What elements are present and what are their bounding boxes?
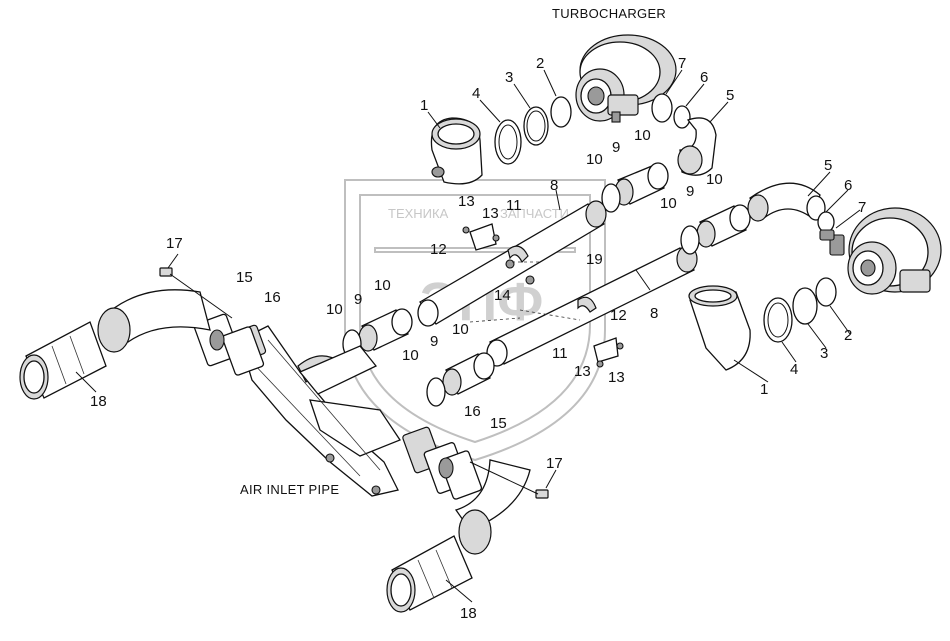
callout-11: 11 <box>506 197 522 214</box>
callout-2: 2 <box>844 327 852 344</box>
callout-8: 8 <box>650 305 658 322</box>
callout-17: 17 <box>166 235 183 252</box>
air-inlet-manifold <box>231 324 442 497</box>
upper-right-fittings <box>651 93 717 176</box>
callout-5: 5 <box>824 157 832 174</box>
caption-air-inlet-pipe: AIR INLET PIPE <box>240 482 339 497</box>
upper-hose-set <box>601 162 669 213</box>
left-hose-set-upper <box>342 308 413 359</box>
watermark-text-right: ЗАПЧАСТИ <box>500 206 569 221</box>
callout-labels: 1 4 3 2 7 6 5 10 9 10 8 13 13 11 12 10 9… <box>90 55 866 622</box>
bracket-hardware-upper <box>462 223 535 285</box>
callout-6: 6 <box>700 69 708 86</box>
callout-10: 10 <box>452 321 469 338</box>
turbocharger-lower <box>829 207 942 295</box>
inlet-elbow-left <box>19 289 211 400</box>
callout-10: 10 <box>634 127 651 144</box>
callout-15: 15 <box>490 415 507 432</box>
callout-10: 10 <box>326 301 343 318</box>
callout-10: 10 <box>586 151 603 168</box>
callout-16: 16 <box>264 289 281 306</box>
bolt-upper <box>159 267 233 319</box>
callout-13: 13 <box>458 193 475 210</box>
callout-13: 13 <box>608 369 625 386</box>
callout-9: 9 <box>686 183 694 200</box>
bolt-lower <box>469 461 549 499</box>
callout-4: 4 <box>472 85 480 102</box>
callout-11: 11 <box>552 345 568 362</box>
callout-9: 9 <box>354 291 362 308</box>
middle-hose-set <box>680 204 751 255</box>
caption-turbocharger: TURBOCHARGER <box>552 6 666 21</box>
callout-1: 1 <box>760 381 768 398</box>
bracket-hardware-lower <box>593 337 624 368</box>
callout-13: 13 <box>482 205 499 222</box>
callout-7: 7 <box>678 55 686 72</box>
callout-7: 7 <box>858 199 866 216</box>
callout-8: 8 <box>550 177 558 194</box>
callout-10: 10 <box>706 171 723 188</box>
air-inlet-elbow-lower <box>688 277 837 371</box>
callout-12: 12 <box>430 241 447 258</box>
turbocharger-upper <box>575 34 677 123</box>
callout-12: 12 <box>610 307 627 324</box>
callout-18: 18 <box>460 605 477 622</box>
left-hose-set-lower <box>426 352 495 407</box>
upper-clamp-series <box>494 96 572 165</box>
leader-lines <box>75 69 861 603</box>
callout-10: 10 <box>374 277 391 294</box>
callout-18: 18 <box>90 393 107 410</box>
callout-6: 6 <box>844 177 852 194</box>
callout-10: 10 <box>402 347 419 364</box>
callout-13: 13 <box>574 363 591 380</box>
callout-9: 9 <box>612 139 620 156</box>
callout-3: 3 <box>505 69 513 86</box>
callout-3: 3 <box>820 345 828 362</box>
right-elbow <box>747 182 835 241</box>
callout-1: 1 <box>420 97 428 114</box>
callout-16: 16 <box>464 403 481 420</box>
callout-4: 4 <box>790 361 798 378</box>
callout-14: 14 <box>494 287 511 304</box>
inlet-elbow-bottom <box>386 459 531 613</box>
callout-15: 15 <box>236 269 253 286</box>
flange-lower <box>423 442 483 500</box>
callout-10: 10 <box>660 195 677 212</box>
callout-2: 2 <box>536 55 544 72</box>
callout-17: 17 <box>546 455 563 472</box>
air-inlet-elbow-upper <box>430 117 483 185</box>
callout-9: 9 <box>430 333 438 350</box>
callout-5: 5 <box>726 87 734 104</box>
watermark-text-left: ТЕХНИКА <box>388 206 449 221</box>
callout-19: 19 <box>586 251 603 268</box>
